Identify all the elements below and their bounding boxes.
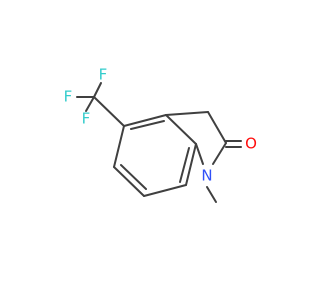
bond-ring-2 [165,114,197,145]
bond-ring-1-inner [130,120,165,130]
atom-fluorine-3: F [82,110,91,128]
atom-fluorine-1: F [99,66,108,84]
atom-oxygen: O [245,135,257,153]
bond-c3a-c3 [165,111,209,116]
bond-ring-1 [123,114,167,127]
bond-c3-c2 [207,111,227,144]
bond-ring-5-inner [120,164,147,190]
bond-ring-4 [143,184,187,197]
bond-cf3-ring [93,96,125,127]
bond-cf3-f3 [85,96,95,112]
bond-n-c7a [195,143,204,165]
bond-cf3-f1 [93,82,102,98]
bonds [76,82,242,203]
bond-ring-3-inner [179,147,190,183]
molecule-structure: F F F N O [64,66,257,203]
atom-labels: F F F N O [64,66,257,185]
bond-ring-3 [185,143,197,186]
atom-nitrogen: N [201,167,212,185]
atom-fluorine-2: F [64,88,73,106]
bond-ring-6 [113,125,125,168]
bond-n-methyl [206,186,217,203]
bond-c2-n [212,142,227,165]
bond-ring-5 [113,166,145,197]
